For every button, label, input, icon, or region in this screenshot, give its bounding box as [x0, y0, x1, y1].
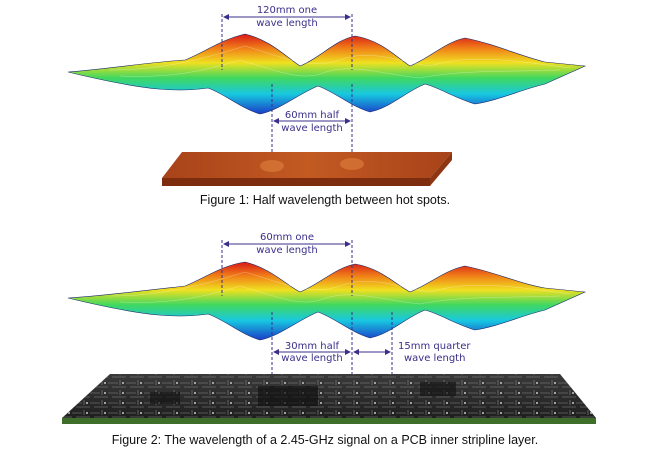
dimension-quarter-wavelength-2: 15mm quarter wave length [353, 312, 471, 376]
pcb-board [62, 374, 596, 424]
pcb-chip [420, 382, 456, 396]
dim-quarter-label-line2: wave length [404, 353, 465, 364]
copper-board [162, 152, 452, 186]
dimension-one-wavelength-1: 120mm one wave length [221, 5, 353, 70]
dim-mid-label-line1: 60mm half [285, 110, 340, 121]
dim-half-label-line2: wave length [281, 353, 342, 364]
figure-1-caption: Figure 1: Half wavelength between hot sp… [200, 193, 450, 207]
pcb-chip [258, 386, 318, 406]
dim-top-label-line1: 60mm one [260, 232, 314, 243]
dim-half-label-line1: 30mm half [285, 341, 340, 352]
figure-1: 120mm one wave length 60mm half wave len… [67, 5, 587, 207]
dimension-one-wavelength-2: 60mm one wave length [221, 232, 353, 296]
dim-quarter-label-line1: 15mm quarter [398, 341, 471, 352]
wave-surface-1 [67, 33, 587, 115]
dimension-half-wavelength-2: 30mm half wave length [271, 312, 353, 376]
dim-mid-label-line2: wave length [281, 123, 342, 134]
dim-top-label-line2: wave length [256, 245, 317, 256]
figure-2-caption: Figure 2: The wavelength of a 2.45-GHz s… [112, 433, 538, 447]
figure-2: 60mm one wave length 30mm half wave leng… [62, 232, 596, 447]
pcb-chip [150, 392, 180, 404]
dim-top-label-line1: 120mm one [257, 5, 317, 16]
dim-top-label-line2: wave length [256, 18, 317, 29]
wave-surface-2 [67, 261, 587, 341]
